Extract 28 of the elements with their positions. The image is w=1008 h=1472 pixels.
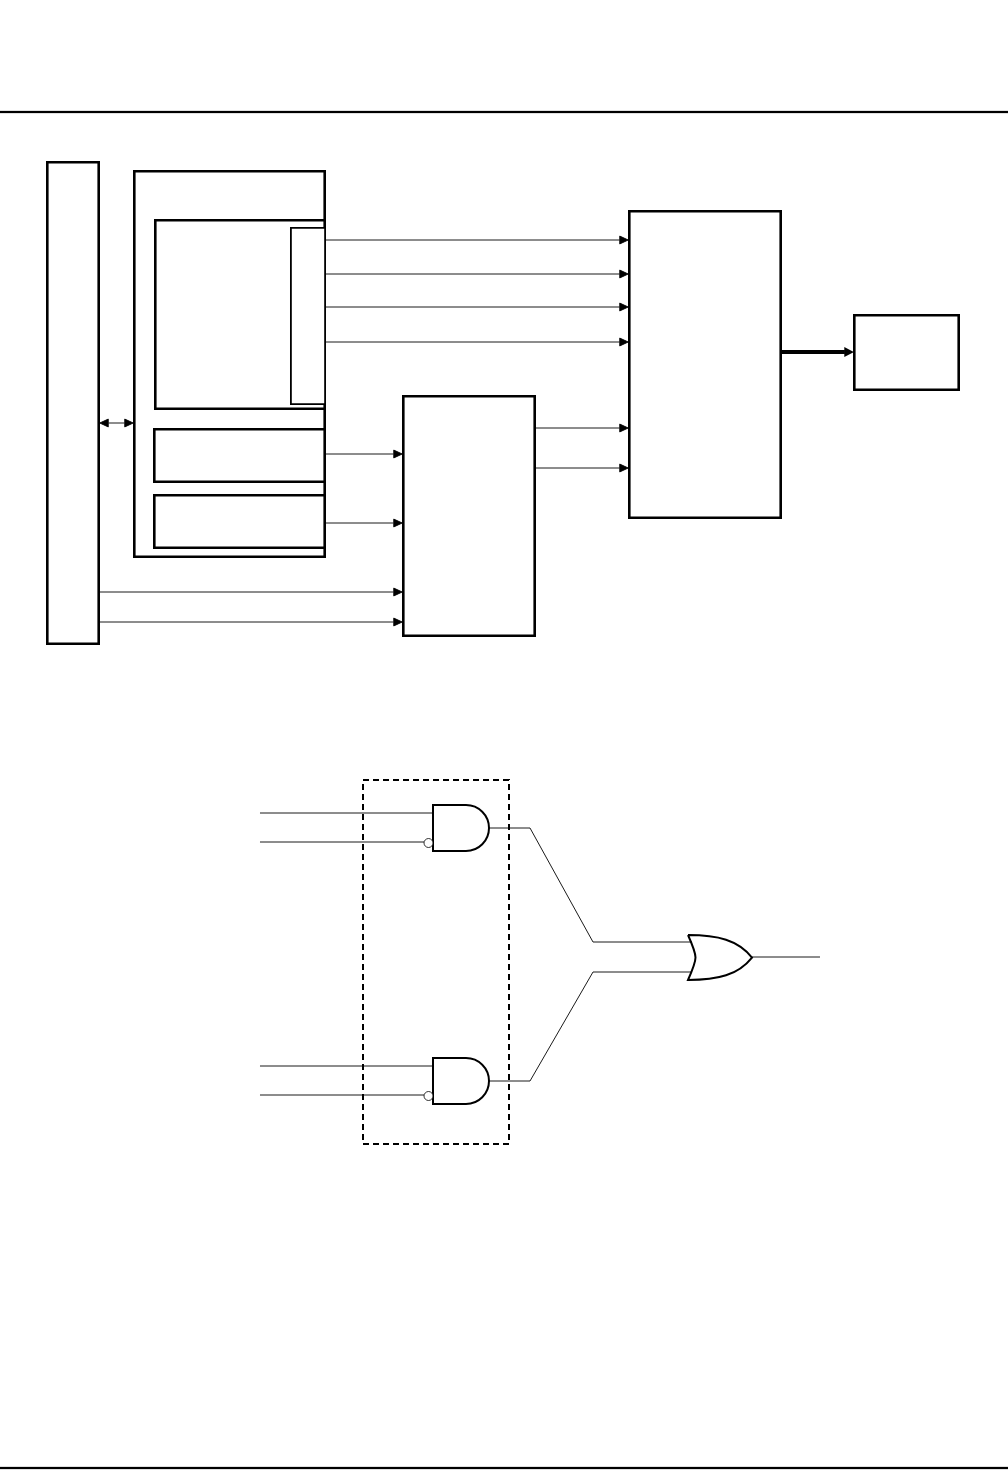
arrow bbox=[99, 418, 134, 428]
arrow bbox=[324, 449, 403, 459]
arrow bbox=[98, 587, 403, 597]
arrow bbox=[324, 302, 629, 312]
block-box bbox=[153, 494, 326, 549]
or-gate-symbol bbox=[687, 934, 753, 981]
arrow bbox=[324, 269, 629, 279]
arrow bbox=[534, 423, 629, 433]
connector-line bbox=[488, 827, 693, 943]
connector-line bbox=[488, 971, 693, 1082]
connector-line bbox=[259, 841, 425, 843]
connector-line bbox=[259, 1094, 425, 1096]
arrow bbox=[98, 617, 403, 627]
and-gate-symbol bbox=[423, 804, 490, 852]
block-box bbox=[853, 314, 960, 391]
connector-line bbox=[259, 1065, 434, 1067]
and-gate-symbol bbox=[423, 1057, 490, 1105]
arrow bbox=[324, 518, 403, 528]
arrow bbox=[534, 463, 629, 473]
arrow bbox=[324, 235, 629, 245]
block-box bbox=[46, 161, 100, 645]
block-box bbox=[628, 210, 782, 519]
connector-line bbox=[751, 956, 821, 958]
block-box bbox=[153, 428, 326, 483]
connector-line bbox=[259, 812, 434, 814]
block-box bbox=[402, 395, 536, 637]
arrow bbox=[324, 337, 629, 347]
block-box bbox=[290, 227, 326, 405]
